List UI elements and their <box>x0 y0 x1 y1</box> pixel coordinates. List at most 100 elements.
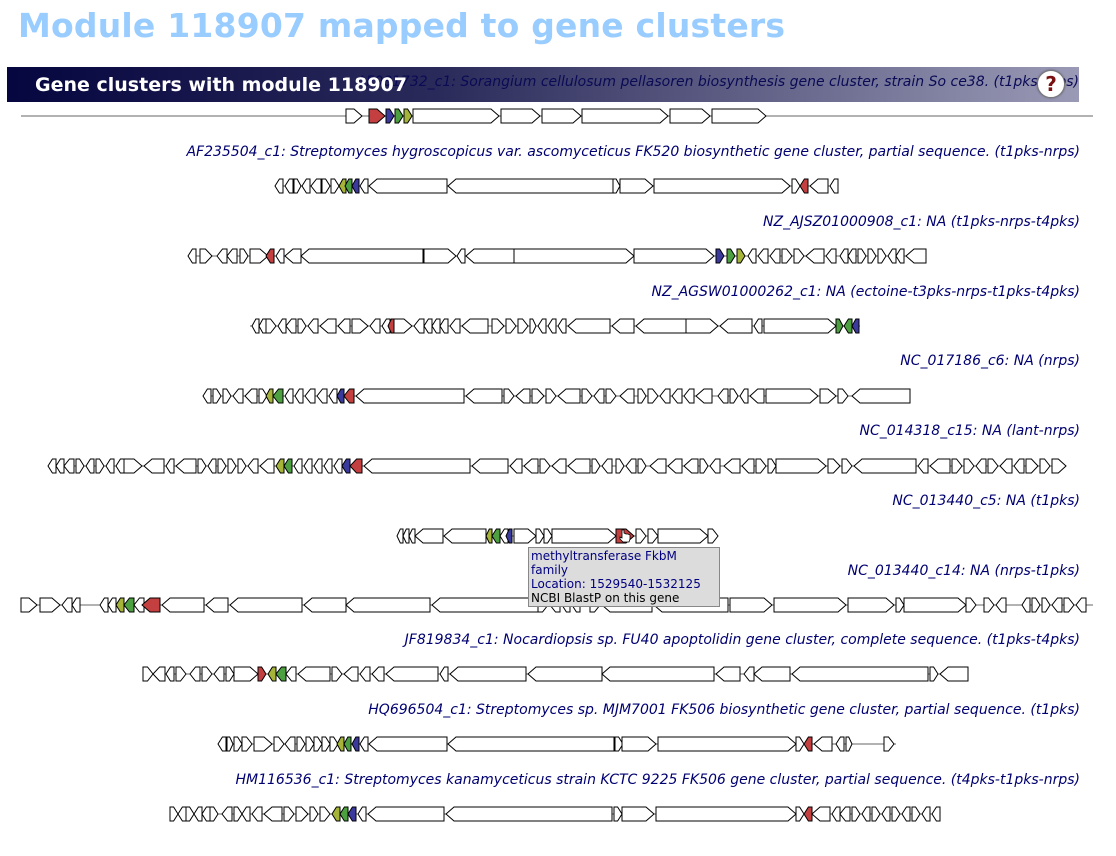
gene-arrow[interactable] <box>295 806 309 822</box>
gene-arrow[interactable] <box>331 666 343 682</box>
gene-arrow[interactable] <box>931 806 941 822</box>
gene-arrow[interactable] <box>161 597 205 613</box>
gene-arrow[interactable] <box>296 736 306 752</box>
gene-arrow[interactable] <box>423 248 457 264</box>
gene-arrow[interactable] <box>539 458 551 474</box>
gene-arrow[interactable] <box>423 318 433 334</box>
gene-arrow[interactable] <box>767 458 777 474</box>
gene-arrow[interactable] <box>251 806 263 822</box>
gene-arrow[interactable] <box>505 528 513 544</box>
gene-arrow[interactable] <box>769 248 781 264</box>
gene-arrow[interactable] <box>201 666 213 682</box>
gene-arrow[interactable] <box>303 458 313 474</box>
gene-arrow[interactable] <box>331 806 341 822</box>
tooltip-blast-link[interactable]: NCBI BlastP on this gene <box>531 591 680 605</box>
gene-arrow[interactable] <box>839 248 849 264</box>
gene-arrow[interactable] <box>999 458 1013 474</box>
gene-arrow[interactable] <box>619 178 654 194</box>
gene-arrow[interactable] <box>791 178 801 194</box>
gene-arrow[interactable] <box>657 736 797 752</box>
gene-arrow[interactable] <box>368 178 448 194</box>
gene-arrow[interactable] <box>443 528 487 544</box>
gene-arrow[interactable] <box>456 248 466 264</box>
gene-arrow[interactable] <box>515 388 531 404</box>
gene-arrow[interactable] <box>813 736 833 752</box>
gene-arrow[interactable] <box>615 458 625 474</box>
gene-arrow[interactable] <box>657 528 709 544</box>
gene-arrow[interactable] <box>987 458 999 474</box>
gene-arrow[interactable] <box>229 597 303 613</box>
gene-arrow[interactable] <box>285 318 297 334</box>
gene-arrow[interactable] <box>337 318 351 334</box>
gene-arrow[interactable] <box>841 458 853 474</box>
gene-arrow[interactable] <box>653 178 791 194</box>
gene-arrow[interactable] <box>345 597 431 613</box>
gene-arrow[interactable] <box>273 736 285 752</box>
gene-arrow[interactable] <box>95 458 105 474</box>
gene-arrow[interactable] <box>614 736 624 752</box>
gene-arrow[interactable] <box>323 458 333 474</box>
gene-arrow[interactable] <box>729 388 739 404</box>
gene-arrow[interactable] <box>349 458 363 474</box>
gene-arrow[interactable] <box>611 318 635 334</box>
gene-arrow[interactable] <box>152 666 166 682</box>
gene-arrow[interactable] <box>655 806 797 822</box>
gene-arrow[interactable] <box>258 318 267 334</box>
gene-arrow[interactable] <box>781 248 793 264</box>
gene-arrow[interactable] <box>343 666 359 682</box>
gene-arrow[interactable] <box>205 597 229 613</box>
gene-arrow[interactable] <box>871 806 881 822</box>
gene-arrow[interactable] <box>847 597 895 613</box>
gene-arrow[interactable] <box>301 178 311 194</box>
gene-arrow[interactable] <box>329 736 339 752</box>
gene-arrow[interactable] <box>851 318 860 334</box>
gene-arrow[interactable] <box>803 806 813 822</box>
gene-arrow[interactable] <box>485 528 493 544</box>
gene-arrow[interactable] <box>861 806 871 822</box>
gene-arrow[interactable] <box>901 806 911 822</box>
gene-arrow[interactable] <box>835 318 844 334</box>
gene-arrow[interactable] <box>809 178 829 194</box>
gene-arrow[interactable] <box>263 806 283 822</box>
gene-arrow[interactable] <box>283 806 295 822</box>
gene-arrow[interactable] <box>431 318 441 334</box>
gene-arrow[interactable] <box>1051 458 1067 474</box>
gene-arrow[interactable] <box>917 458 929 474</box>
gene-arrow[interactable] <box>319 318 337 334</box>
gene-arrow[interactable] <box>557 318 567 334</box>
gene-arrow[interactable] <box>891 806 901 822</box>
gene-arrow[interactable] <box>545 388 557 404</box>
gene-arrow[interactable] <box>226 736 234 752</box>
gene-arrow[interactable] <box>336 736 345 752</box>
gene-arrow[interactable] <box>567 458 591 474</box>
gene-arrow[interactable] <box>929 666 939 682</box>
gene-arrow[interactable] <box>591 458 601 474</box>
gene-arrow[interactable] <box>887 248 897 264</box>
gene-arrow[interactable] <box>795 736 805 752</box>
gene-arrow[interactable] <box>527 666 603 682</box>
gene-arrow[interactable] <box>39 597 61 613</box>
gene-arrow[interactable] <box>736 248 746 264</box>
gene-arrow[interactable] <box>297 318 307 334</box>
gene-arrow[interactable] <box>165 458 175 474</box>
gene-arrow[interactable] <box>743 666 755 682</box>
gene-arrow[interactable] <box>402 528 410 544</box>
gene-arrow[interactable] <box>217 736 227 752</box>
gene-arrow[interactable] <box>241 736 253 752</box>
gene-arrow[interactable] <box>351 736 360 752</box>
gene-arrow[interactable] <box>793 248 805 264</box>
gene-arrow[interactable] <box>551 528 617 544</box>
gene-arrow[interactable] <box>851 388 911 404</box>
gene-arrow[interactable] <box>313 458 323 474</box>
gene-arrow[interactable] <box>547 318 557 334</box>
gene-arrow[interactable] <box>265 248 275 264</box>
gene-arrow[interactable] <box>414 528 444 544</box>
gene-arrow[interactable] <box>275 666 287 682</box>
gene-arrow[interactable] <box>491 318 505 334</box>
gene-arrow[interactable] <box>513 248 635 264</box>
gene-arrow[interactable] <box>313 736 323 752</box>
gene-arrow[interactable] <box>567 318 611 334</box>
gene-arrow[interactable] <box>503 388 515 404</box>
gene-arrow[interactable] <box>71 597 81 613</box>
gene-arrow[interactable] <box>895 248 905 264</box>
